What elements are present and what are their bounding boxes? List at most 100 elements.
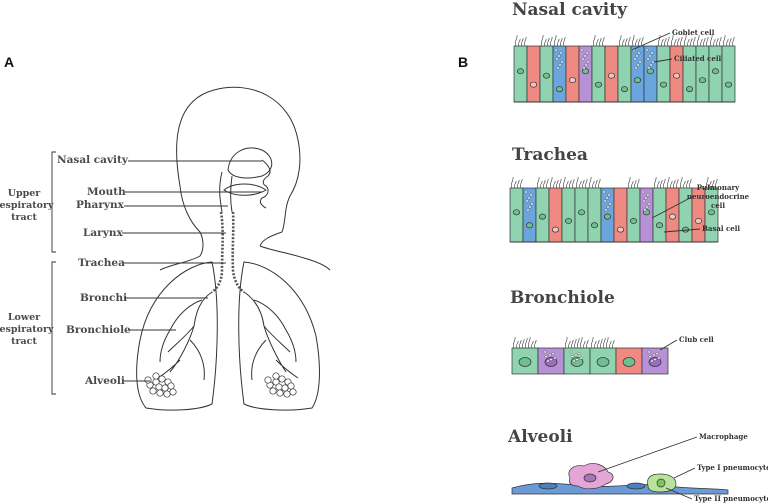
- cell-nucleus: [542, 72, 551, 79]
- cilia: [591, 336, 615, 349]
- cell-nucleus: [685, 86, 694, 93]
- alveolus: [169, 388, 177, 396]
- trachea-title: Trachea: [512, 145, 588, 165]
- granule: [586, 60, 590, 64]
- granule: [560, 60, 564, 64]
- cilia: [684, 34, 696, 47]
- cell-nucleus: [518, 357, 532, 367]
- upper-tract-bracket: [51, 151, 56, 253]
- granule: [584, 63, 588, 67]
- cell-nucleus: [525, 222, 534, 229]
- cilia: [513, 336, 537, 349]
- granule: [577, 352, 581, 355]
- granule: [557, 54, 561, 58]
- granule: [543, 350, 547, 354]
- svg-text:cell: cell: [711, 201, 725, 210]
- cilia: [706, 176, 718, 189]
- lower-tract-bracket: [51, 261, 56, 395]
- svg-text:Pulmonary: Pulmonary: [697, 183, 740, 192]
- alveolus: [158, 375, 166, 383]
- granule: [585, 51, 589, 55]
- cell-nucleus: [529, 81, 538, 88]
- head-silhouette: [159, 86, 331, 271]
- cell-nucleus: [568, 77, 577, 84]
- label-bronchi: Bronchi: [80, 292, 127, 304]
- ciliated-cell: [652, 187, 667, 243]
- label-ciliated-cell: Ciliated cell: [674, 54, 721, 63]
- cell-nucleus: [698, 77, 707, 84]
- trachea-bronchi: [211, 211, 245, 294]
- alveolus: [276, 389, 284, 397]
- alveolus: [152, 372, 160, 380]
- cilia: [554, 34, 566, 47]
- alveolus: [156, 389, 164, 397]
- leader-type-ii-pneumocyte: [665, 487, 693, 500]
- granule: [644, 196, 648, 200]
- alveolus: [287, 382, 295, 390]
- alveolus: [275, 383, 283, 391]
- granule: [643, 208, 647, 212]
- label-basal-cell: Basal cell: [702, 224, 740, 233]
- granule: [604, 208, 608, 212]
- granule: [559, 51, 563, 55]
- label-alveoli: Alveoli: [84, 375, 125, 387]
- goblet-cell: [522, 187, 537, 243]
- label-type-ii-pneumocyte: Type II pneumocyte: [694, 494, 768, 503]
- ciliated-cell: [626, 187, 641, 243]
- goblet-cell: [552, 45, 567, 103]
- cell-nucleus: [622, 357, 636, 367]
- basal-cell: [565, 45, 580, 103]
- alveolar-lining: [511, 482, 729, 495]
- label-bronchiole: Bronchiole: [66, 324, 131, 336]
- cell-nucleus: [694, 217, 703, 224]
- label-club-cell: Club cell: [679, 335, 714, 344]
- alveoli-title: Alveoli: [507, 427, 573, 447]
- cilia: [658, 34, 670, 47]
- granule: [608, 202, 612, 206]
- granule: [634, 66, 638, 70]
- ciliated-cell: [617, 45, 632, 103]
- granule: [649, 63, 653, 67]
- granule: [581, 57, 585, 61]
- cell-nucleus: [512, 209, 521, 216]
- granule: [569, 350, 573, 354]
- granule: [558, 63, 562, 67]
- nasal-epithelium: [513, 34, 736, 103]
- granule: [579, 356, 583, 360]
- cell-nucleus: [596, 357, 610, 367]
- granule: [556, 66, 560, 70]
- granule: [603, 199, 607, 203]
- cilia: [563, 176, 575, 189]
- alveolus: [167, 382, 175, 390]
- cell-nucleus: [616, 226, 625, 233]
- cell-nucleus: [516, 68, 525, 75]
- alveolus: [264, 376, 272, 384]
- granule: [638, 60, 642, 64]
- granule: [646, 193, 650, 197]
- cell-nucleus: [564, 217, 573, 224]
- alveolus: [144, 376, 152, 384]
- granule: [546, 359, 550, 363]
- granule: [582, 66, 586, 70]
- cell-nucleus: [724, 81, 733, 88]
- ciliated-cell: [656, 45, 671, 103]
- leader-ciliated-cell: [653, 58, 673, 63]
- svg-text:tract: tract: [11, 212, 37, 223]
- granule: [575, 358, 579, 361]
- cell-nucleus: [711, 68, 720, 75]
- alveolus: [283, 390, 291, 398]
- leader-goblet-cell: [631, 32, 671, 51]
- cilia: [697, 34, 709, 47]
- cilia: [565, 336, 589, 349]
- granule: [653, 358, 657, 361]
- cell-nucleus: [707, 209, 716, 216]
- cilia: [515, 34, 527, 47]
- cilia: [710, 34, 722, 47]
- granule: [655, 352, 659, 355]
- cell-nucleus: [594, 81, 603, 88]
- granule: [636, 63, 640, 67]
- svg-text:Lower: Lower: [8, 312, 41, 323]
- svg-text:Upper: Upper: [8, 188, 42, 199]
- cell-nucleus: [633, 77, 642, 84]
